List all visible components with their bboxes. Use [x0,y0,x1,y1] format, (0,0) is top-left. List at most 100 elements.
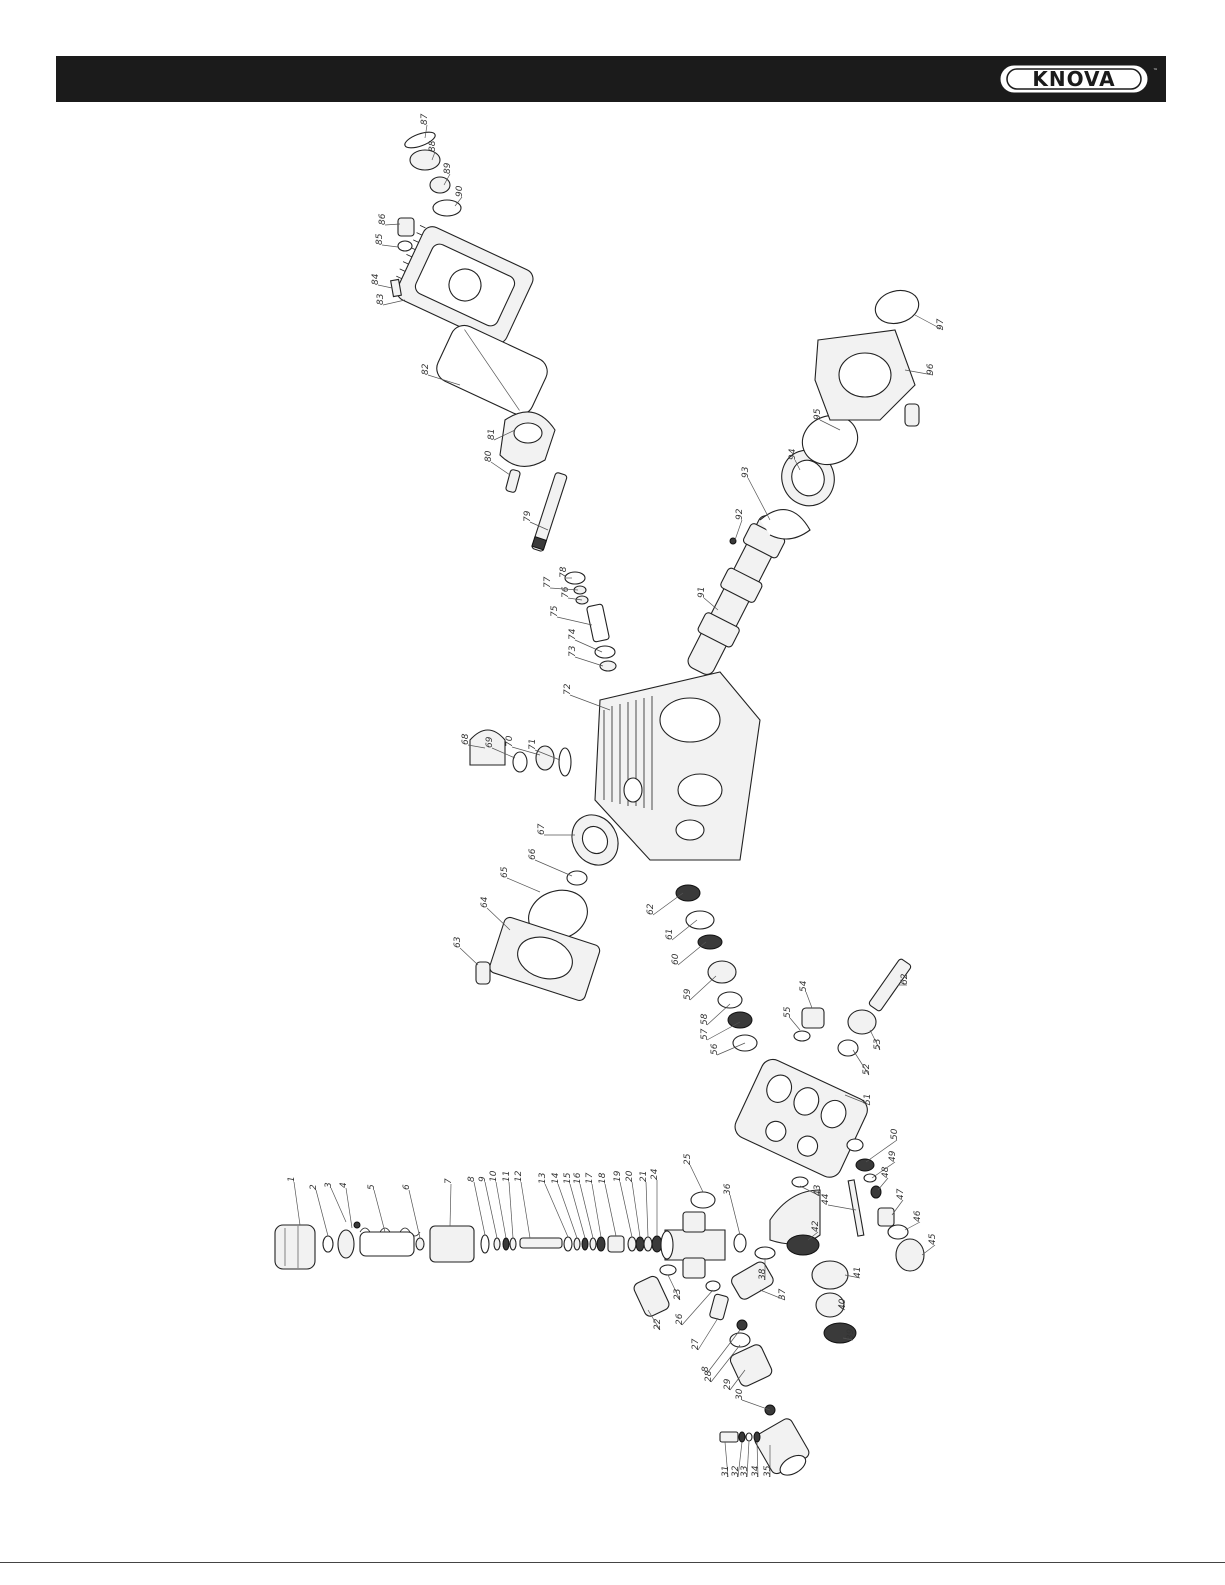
callout-label: 4 [339,1182,349,1188]
plug-85 [398,218,414,236]
callout-label: 56 [710,1043,720,1055]
ring-47 [847,1139,863,1151]
callout-label: 66 [528,848,538,860]
ring-22 [660,1265,676,1275]
callout-label: 62 [646,903,656,915]
callout-label: 17 [585,1172,595,1184]
leader-line [730,1195,740,1235]
callout-label: 9 [478,1176,488,1182]
connecting-rod [500,412,555,466]
callout-label: 25 [683,1153,693,1165]
oring-8 [481,1235,489,1253]
leader-line [742,1400,770,1410]
callout-label: 46 [913,1210,923,1222]
ring-15 [590,1238,596,1250]
ring-10 [503,1238,509,1250]
stem-11 [520,1238,562,1248]
callout-label: 31 [721,1466,731,1477]
callout-label: 6 [402,1184,412,1190]
callout-label: 39 [846,1328,856,1340]
seal-96 [872,286,923,328]
leader-line [316,1190,328,1236]
callout-label: 33 [740,1465,750,1477]
leader-line [545,1184,568,1237]
callout-label: 58 [700,1013,710,1025]
callout-label: 51 [863,1094,873,1105]
leader-line [878,1178,888,1190]
callout-label: 84 [371,273,381,285]
washer-6 [416,1238,424,1250]
plug-62 [476,962,490,984]
nut-40 [812,1261,848,1289]
callout-label: 47 [896,1188,906,1200]
ball-3 [354,1222,360,1228]
callout-label: 3 [324,1182,334,1188]
callout-label: 49 [888,1150,898,1162]
washer-25 [706,1281,720,1291]
fitting-36 [729,1260,775,1302]
callout-label: 14 [551,1172,561,1184]
callout-label: 76 [561,586,571,598]
leader-line [570,1184,585,1238]
leader-line [374,1190,385,1232]
callout-label: 12 [514,1170,524,1182]
callout-label: 27 [691,1338,701,1350]
callout-label: 82 [421,363,431,375]
unloader-knob-1 [275,1225,315,1269]
callout-label: 85 [375,233,385,245]
callout-label: 59 [683,988,693,1000]
leader-line [294,1182,300,1225]
fitting-21 [632,1275,671,1319]
callout-label: 73 [568,645,578,657]
callout-label: 93 [741,466,751,478]
ring-14 [582,1238,588,1250]
callout-label: 94 [788,448,798,460]
ring-18 [628,1237,636,1251]
callout-label: 24 [650,1168,660,1180]
leader-line [496,1182,506,1238]
leader-line [605,1184,616,1236]
bearing-flange-63 [488,916,601,1002]
leader-line [521,1182,530,1238]
plug-27 [737,1320,747,1330]
callout-label: 78 [559,566,569,578]
leader-line [507,878,540,892]
callout-label: 8 [467,1176,477,1182]
callout-label: 35 [763,1465,773,1477]
leader-line [653,893,683,915]
callout-label: 18 [598,1172,608,1184]
ring-9b [510,1238,516,1250]
leader-line [535,860,572,876]
nipple-26 [709,1294,729,1321]
leader-line [748,478,770,520]
seal-59 [698,935,722,949]
callout-label: 92 [735,508,745,520]
leader-line [678,942,706,965]
ring-16 [597,1237,605,1251]
callout-label: 70 [505,735,515,747]
callout-label: 60 [671,953,681,965]
callout-label: 87 [420,113,430,125]
callout-label: 77 [543,576,553,588]
crankcase-71 [595,672,760,860]
callout-label: 75 [550,605,560,617]
seal-56 [728,1012,752,1028]
sleeve-74 [586,604,609,643]
callout-label: 26 [675,1313,685,1325]
leader-line [806,992,812,1008]
callout-label: 96 [926,363,936,375]
callout-label: 89 [443,162,453,174]
callout-label: 62 [900,973,910,985]
oring-24 [691,1192,715,1208]
ring-70 [559,748,571,776]
callout-label: 38 [758,1268,768,1280]
leader-line [707,1004,730,1025]
leader-line [707,1022,740,1040]
callout-label: 29 [723,1378,733,1390]
leader-line [474,1182,485,1235]
disk-68 [513,752,527,772]
leader-line [646,1182,648,1237]
valve-46 [878,1208,894,1226]
callout-label: 20 [625,1170,635,1182]
